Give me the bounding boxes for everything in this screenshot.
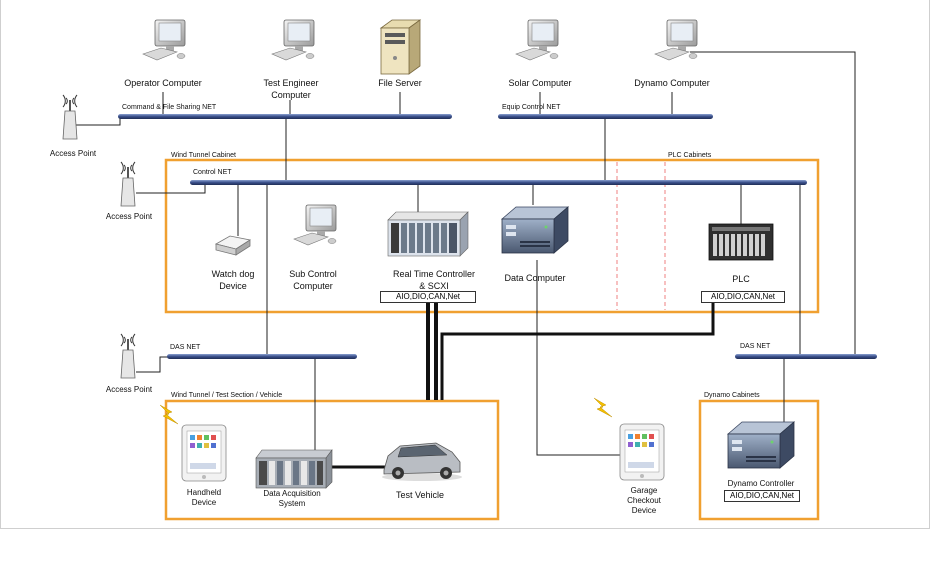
wireless-lightning-2-icon — [593, 397, 613, 418]
wind-tunnel-cabinet-label: Wind Tunnel Cabinet — [171, 152, 236, 159]
access-point-2-icon — [120, 161, 136, 207]
access-point-1-icon — [62, 94, 78, 140]
command-file-bus — [118, 114, 452, 119]
solar-computer-label: Solar Computer — [508, 78, 572, 88]
file-server-icon — [379, 19, 422, 75]
connection-lines — [76, 51, 856, 456]
wireless-lightning-1-icon — [159, 404, 179, 425]
access-point-3-label: Access Point — [105, 385, 153, 394]
file-server-label: File Server — [378, 78, 422, 88]
dynamo-cabinets-label: Dynamo Cabinets — [704, 392, 760, 399]
dynamo-controller-label: Dynamo Controller — [727, 479, 795, 488]
equip-control-bus — [498, 114, 713, 119]
das-bus-right — [735, 354, 877, 359]
data-computer-icon — [501, 206, 569, 254]
dynamo-computer-icon — [654, 19, 698, 61]
test-engineer-computer-icon — [271, 19, 315, 61]
solar-computer-icon — [515, 19, 559, 61]
das-bus-left — [167, 354, 357, 359]
handheld-device-label: Handheld Device — [186, 488, 222, 507]
access-point-1-label: Access Point — [49, 149, 97, 158]
plc-cabinets-label: PLC Cabinets — [668, 152, 712, 159]
data-acquisition-system-icon — [255, 449, 333, 489]
handheld-device-icon — [181, 424, 227, 482]
wind-tunnel-section-label: Wind Tunnel / Test Section / Vehicle — [171, 392, 283, 399]
dynamo-computer-label: Dynamo Computer — [634, 78, 710, 88]
test-vehicle-label: Test Vehicle — [395, 490, 445, 500]
real-time-controller-io-tag: AIO,DIO,CAN,Net — [380, 291, 476, 303]
watch-dog-device-label: Watch dog Device — [211, 269, 255, 291]
plc-icon — [708, 223, 774, 261]
operator-computer-icon — [142, 19, 186, 61]
command-file-net-label: Command & File Sharing NET — [122, 104, 217, 111]
test-engineer-computer-label: Test Engineer Computer — [263, 78, 319, 100]
sub-control-computer-label: Sub Control Computer — [289, 269, 337, 291]
garage-checkout-device-label: Garage Checkout Device — [627, 486, 661, 515]
test-section-box — [164, 399, 500, 521]
sub-control-computer-icon — [293, 204, 337, 246]
plc-label: PLC — [732, 274, 750, 284]
watch-dog-device-icon — [214, 235, 252, 256]
wind-tunnel-cabinet-box — [164, 158, 820, 314]
garage-checkout-device-icon — [619, 423, 665, 481]
access-point-2-label: Access Point — [105, 212, 153, 221]
das-net-left-label: DAS NET — [170, 344, 201, 351]
control-bus — [190, 180, 807, 185]
das-net-right-label: DAS NET — [740, 343, 771, 350]
plc-io-tag: AIO,DIO,CAN,Net — [701, 291, 785, 303]
access-point-3-icon — [120, 333, 136, 379]
dynamo-controller-io-tag: AIO,DIO,CAN,Net — [724, 490, 800, 502]
real-time-controller-icon — [387, 211, 469, 257]
data-acquisition-label: Data Acquisition System — [263, 489, 321, 508]
control-net-label: Control NET — [193, 169, 232, 176]
dynamo-controller-icon — [727, 421, 795, 469]
test-vehicle-icon — [382, 442, 462, 481]
operator-computer-label: Operator Computer — [124, 78, 202, 88]
dynamo-cabinets-box — [698, 399, 820, 521]
data-computer-label: Data Computer — [504, 273, 566, 283]
equip-control-net-label: Equip Control NET — [502, 104, 561, 111]
signal-cables — [330, 303, 715, 469]
real-time-controller-label: Real Time Controller & SCXI — [392, 269, 476, 291]
